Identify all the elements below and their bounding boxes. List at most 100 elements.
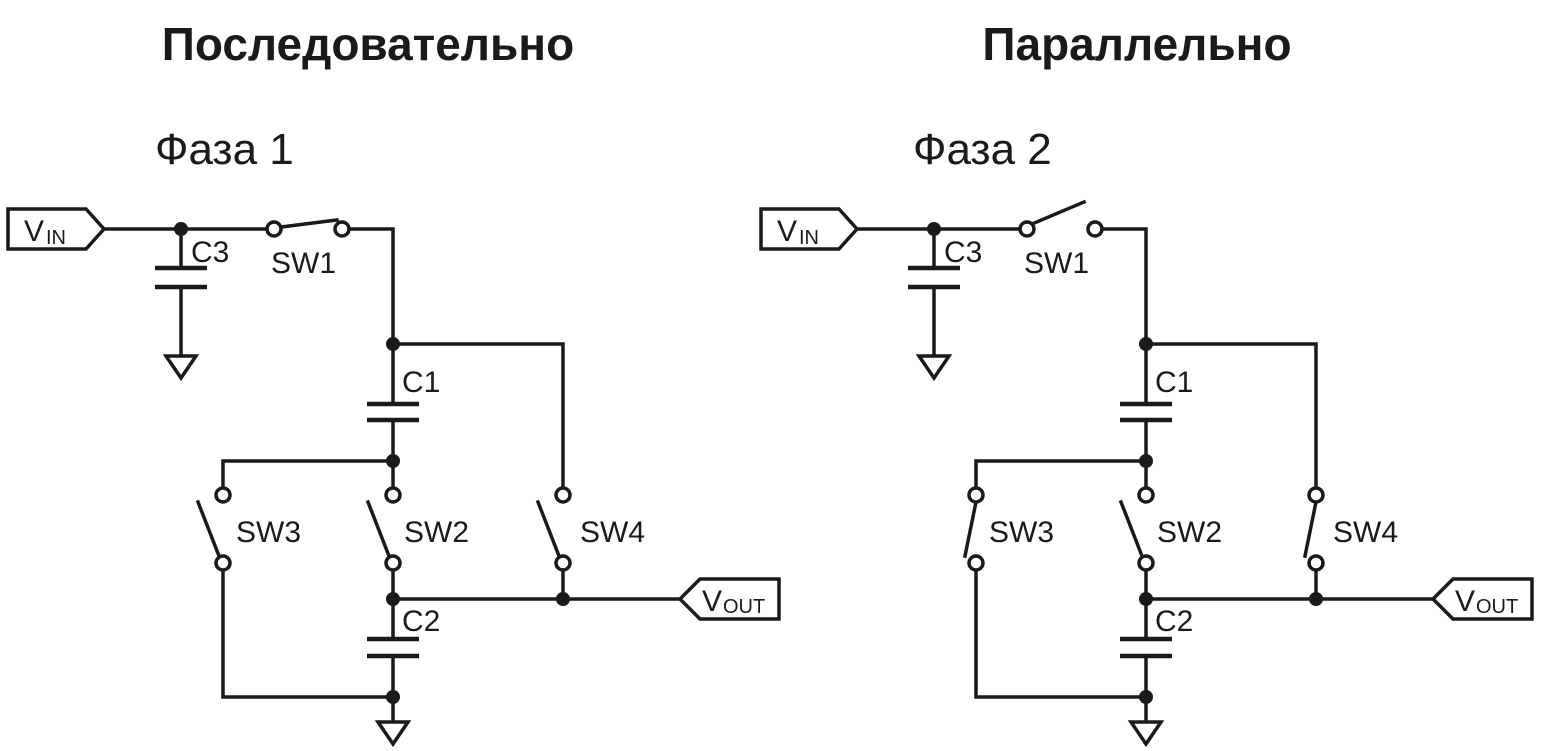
switch-terminal: [554, 554, 572, 572]
switch-terminal: [1086, 220, 1104, 238]
capacitor-c1: C1: [1120, 366, 1193, 423]
junction-dot: [386, 690, 400, 704]
switch-sw3: SW3: [195, 486, 301, 572]
junction-dot: [1139, 690, 1153, 704]
wire: [1144, 342, 1318, 496]
vin-port: V IN: [759, 207, 860, 251]
c2-label: C2: [402, 605, 440, 638]
switch-sw2: SW2: [1118, 486, 1222, 572]
vout-port-shape: [1430, 577, 1534, 621]
switch-terminal: [1307, 486, 1325, 504]
vin-port-shape: [759, 207, 860, 251]
vin-label: V: [24, 215, 44, 248]
capacitor-c2: C2: [1120, 605, 1193, 659]
switch-sw2: SW2: [365, 486, 469, 572]
junctions: [927, 222, 1323, 704]
phase-label: Фаза 1: [155, 125, 294, 174]
wire: [221, 459, 395, 496]
capacitor-c1: C1: [367, 366, 440, 423]
switch-terminal: [1137, 554, 1155, 572]
wires: [102, 227, 682, 724]
sw3-label: SW3: [989, 516, 1054, 549]
vout-port-shape: [677, 577, 781, 621]
switch-terminal: [333, 220, 351, 238]
switch-blade: [1029, 199, 1087, 227]
junction-dot: [556, 592, 570, 606]
sw1-label: SW1: [1024, 247, 1089, 280]
switch-sw3: SW3: [962, 486, 1054, 572]
junction-dot: [1309, 592, 1323, 606]
switch-terminal: [214, 486, 232, 504]
switch-sw1: SW1: [1018, 199, 1104, 280]
switch-terminal: [384, 554, 402, 572]
wires: [855, 227, 1435, 724]
vout-label: V: [702, 585, 722, 618]
switch-terminal: [265, 220, 283, 238]
sw1-label: SW1: [271, 247, 336, 280]
wire: [391, 342, 565, 496]
switch-blade: [195, 499, 222, 559]
vin-label: V: [777, 215, 797, 248]
capacitor-c2: C2: [367, 605, 440, 659]
junction-dot: [1139, 592, 1153, 606]
switch-terminal: [1137, 486, 1155, 504]
switch-blade: [535, 499, 562, 559]
circuit-series-phase-1: Последовательно Фаза 1 V IN C3: [6, 18, 781, 748]
switch-terminal: [554, 486, 572, 504]
switch-terminal: [384, 486, 402, 504]
c3-label: C3: [944, 236, 982, 269]
switch-terminal: [967, 486, 985, 504]
vout-subscript: OUT: [723, 596, 765, 618]
junction-dot: [1139, 337, 1153, 351]
sw2-label: SW2: [404, 516, 469, 549]
wire: [974, 459, 1148, 496]
switch-sw1: SW1: [265, 218, 351, 280]
vin-port-shape: [6, 207, 107, 251]
sw3-label: SW3: [236, 516, 301, 549]
diagram-title: Параллельно: [982, 18, 1291, 70]
switch-blade: [1302, 499, 1319, 559]
c3-label: C3: [191, 236, 229, 269]
c1-label: C1: [402, 366, 440, 399]
phase-label: Фаза 2: [913, 125, 1052, 174]
vout-subscript: OUT: [1476, 596, 1518, 618]
junction-dot: [386, 454, 400, 468]
vin-port: V IN: [6, 207, 107, 251]
wire: [221, 562, 395, 699]
ground-symbol: [162, 354, 200, 382]
c1-label: C1: [1155, 366, 1193, 399]
junction-dot: [927, 222, 941, 236]
switch-sw4: SW4: [535, 486, 645, 572]
wire: [974, 562, 1148, 699]
sw4-label: SW4: [1333, 516, 1398, 549]
vin-subscript: IN: [46, 227, 66, 249]
junction-dot: [386, 337, 400, 351]
junctions: [174, 222, 570, 704]
vout-label: V: [1455, 585, 1475, 618]
ground-symbol: [915, 354, 953, 382]
vin-subscript: IN: [799, 227, 819, 249]
vout-port: V OUT: [1430, 577, 1534, 621]
junction-dot: [1139, 454, 1153, 468]
switch-sw4: SW4: [1302, 486, 1398, 572]
ground-symbol: [374, 720, 412, 748]
switch-terminal: [1018, 220, 1036, 238]
sw2-label: SW2: [1157, 516, 1222, 549]
switch-blade: [279, 218, 339, 229]
wire: [1094, 227, 1148, 406]
junction-dot: [386, 592, 400, 606]
wire: [341, 227, 395, 406]
switch-terminal: [214, 554, 232, 572]
switch-blade: [365, 499, 392, 559]
switch-blade: [1118, 499, 1145, 559]
circuit-parallel-phase-2: Параллельно Фаза 2 V IN C3: [759, 18, 1534, 748]
diagram-title: Последовательно: [162, 18, 574, 70]
switch-terminal: [1307, 554, 1325, 572]
capacitor-c3: C3: [908, 236, 982, 290]
vout-port: V OUT: [677, 577, 781, 621]
c2-label: C2: [1155, 605, 1193, 638]
sw4-label: SW4: [580, 516, 645, 549]
junction-dot: [174, 222, 188, 236]
ground-symbol: [1127, 720, 1165, 748]
